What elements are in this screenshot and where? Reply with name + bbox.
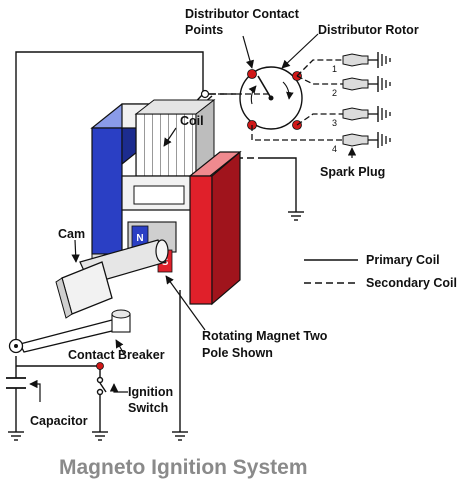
ignition-switch-label-line2: Switch: [128, 401, 168, 415]
labels: Distributor Contact Points Distributor R…: [30, 7, 419, 428]
spark-plugs: 1 2 3 4: [332, 52, 391, 154]
rotating-magnet-label-line2: Pole Shown: [202, 346, 273, 360]
distributor-rotor-label: Distributor Rotor: [318, 23, 419, 37]
spark-plug-1: 1: [332, 52, 391, 74]
coil-label: Coil: [180, 114, 204, 128]
legend: Primary Coil Secondary Coil: [304, 253, 457, 290]
distributor: [200, 66, 303, 130]
legend-secondary-coil: Secondary Coil: [366, 276, 457, 290]
distributor-cap: [239, 66, 303, 130]
contact-breaker-label: Contact Breaker: [68, 348, 165, 362]
legend-primary-coil: Primary Coil: [366, 253, 440, 267]
distributor-contact-point: [247, 69, 257, 79]
distributor-terminal: [200, 89, 210, 99]
spark-plug-3: 3: [332, 106, 391, 128]
north-pole-block: [91, 127, 123, 255]
spark-plug-leads: [251, 59, 343, 141]
breaker-contact-point: [96, 362, 104, 370]
spark-plug-number: 4: [332, 144, 337, 154]
diagram-title: Magneto Ignition System: [59, 456, 308, 479]
spark-plug-label: Spark Plug: [320, 165, 385, 179]
spark-plug-number: 2: [332, 88, 337, 98]
distributor-contact-points-label-line2: Points: [185, 23, 223, 37]
ignition-switch-label-line1: Ignition: [128, 385, 173, 399]
south-pole-block: [189, 175, 213, 305]
spark-plug-2: 2: [332, 76, 391, 98]
cam-assembly: [8, 239, 169, 370]
magneto-core: [90, 98, 242, 306]
spark-plug-number: 3: [332, 118, 337, 128]
magnet-north-label: N: [136, 233, 143, 244]
coil-ground: [262, 157, 304, 221]
left-primary-wire: [15, 51, 204, 340]
label-leaders: [29, 33, 357, 402]
capacitor-symbol: [6, 377, 26, 389]
rotating-magnet-label-line1: Rotating Magnet Two: [202, 329, 328, 343]
spark-plug-number: 1: [332, 64, 337, 74]
distributor-contact-points-label-line1: Distributor Contact: [185, 7, 300, 21]
distributor-rotor: [257, 75, 272, 99]
capacitor-label: Capacitor: [30, 414, 88, 428]
cam-label: Cam: [58, 227, 85, 241]
primary-wiring: [8, 51, 204, 441]
spark-plug-4: 4: [332, 132, 391, 154]
ignition-switch-symbol: [96, 376, 107, 396]
